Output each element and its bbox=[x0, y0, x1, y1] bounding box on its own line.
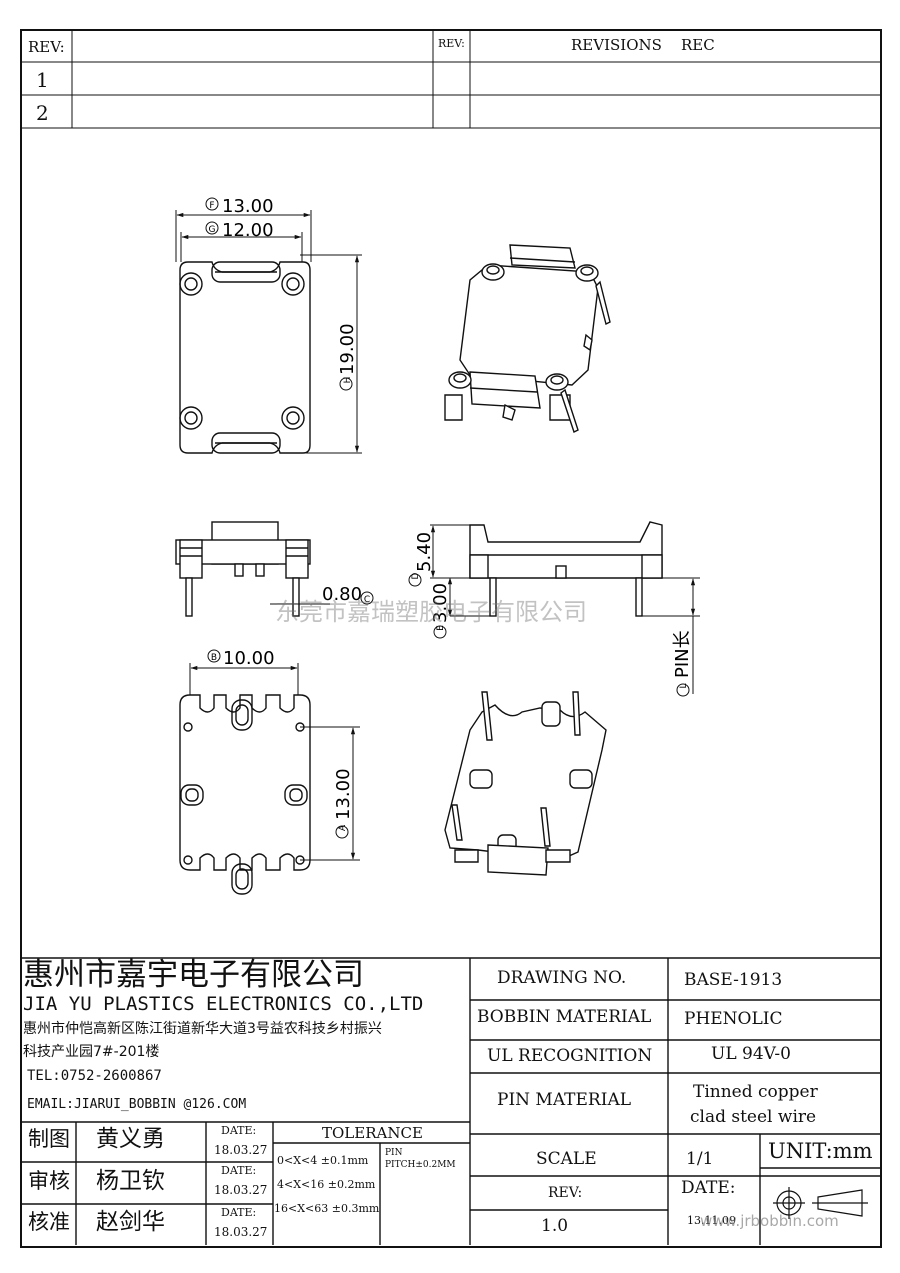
ul-value: UL 94V-0 bbox=[711, 1044, 791, 1064]
outer-frame bbox=[20, 29, 882, 1248]
dim-pin-length: PIN长 bbox=[672, 630, 693, 678]
bobbin-material-value: PHENOLIC bbox=[684, 1009, 783, 1029]
tolerance-row-2: 4<X<16 ±0.2mm bbox=[277, 1178, 376, 1191]
signoff-role-drawn: 制图 bbox=[28, 1127, 70, 1151]
label-b: B bbox=[211, 653, 217, 663]
company-email: EMAIL:JIARUI_BOBBIN @126.COM bbox=[27, 1097, 247, 1112]
company-address-1: 惠州市仲恺高新区陈江街道新华大道3号益农科技乡村振兴 bbox=[23, 1021, 382, 1037]
projection-symbol bbox=[773, 1187, 868, 1219]
company-name-cn: 惠州市嘉宇电子有限公司 bbox=[23, 957, 364, 993]
signoff-name-approved: 赵剑华 bbox=[96, 1209, 165, 1235]
ul-label: UL RECOGNITION bbox=[487, 1046, 653, 1066]
scale-value: 1/1 bbox=[686, 1149, 714, 1169]
label-e: E bbox=[436, 625, 446, 631]
pin-material-label: PIN MATERIAL bbox=[497, 1090, 632, 1110]
side-view bbox=[469, 521, 663, 617]
rec-header: REC bbox=[681, 36, 715, 54]
watermark: 东莞市嘉瑞塑胶电子有限公司 bbox=[275, 598, 587, 626]
revision-row-2: 2 bbox=[36, 101, 49, 125]
bottom-view bbox=[179, 694, 311, 895]
dim-g-12: 12.00 bbox=[222, 220, 274, 241]
company-tel: TEL:0752-2600867 bbox=[27, 1068, 162, 1084]
website-watermark: www.jrbobbin.com bbox=[700, 1212, 839, 1230]
revisions-header: REVISIONS bbox=[571, 36, 662, 54]
signoff-date-approved: 18.03.27 bbox=[214, 1225, 268, 1239]
date-label-bottom: DATE: bbox=[681, 1178, 736, 1198]
rev-value-bottom: 1.0 bbox=[541, 1216, 569, 1236]
pin-pitch: PITCH±0.2MM bbox=[385, 1160, 456, 1170]
dim-c-080: 0.80 bbox=[322, 584, 362, 605]
dim-b-10: 10.00 bbox=[223, 648, 275, 669]
front-view bbox=[175, 521, 311, 617]
drawing-no-value: BASE-1913 bbox=[684, 970, 783, 990]
label-g: G bbox=[209, 225, 216, 235]
dim-a-13: 13.00 bbox=[333, 768, 354, 820]
signoff-date-drawn: 18.03.27 bbox=[214, 1143, 268, 1157]
company-name-en: JIA YU PLASTICS ELECTRONICS CO.,LTD bbox=[23, 993, 424, 1015]
label-h: H bbox=[343, 377, 353, 384]
iso-view-top bbox=[444, 244, 611, 433]
signoff-name-checked: 杨卫钦 bbox=[96, 1168, 165, 1194]
revision-row-1: 1 bbox=[36, 68, 49, 92]
pin-material-line2: clad steel wire bbox=[690, 1107, 817, 1127]
signoff-name-drawn: 黄义勇 bbox=[96, 1126, 165, 1152]
unit-label: UNIT:mm bbox=[768, 1139, 873, 1163]
pin-label: PIN bbox=[385, 1148, 403, 1158]
tolerance-title: TOLERANCE bbox=[322, 1124, 423, 1142]
label-l: L bbox=[679, 683, 689, 688]
signoff-date-label-approved: DATE: bbox=[221, 1206, 257, 1219]
bobbin-material-label: BOBBIN MATERIAL bbox=[477, 1007, 652, 1027]
signoff-role-checked: 审核 bbox=[28, 1169, 70, 1193]
signoff-date-label-checked: DATE: bbox=[221, 1164, 257, 1177]
iso-view-bottom bbox=[444, 691, 607, 876]
tolerance-row-1: 0<X<4 ±0.1mm bbox=[277, 1154, 369, 1167]
dim-d-540: 5.40 bbox=[414, 532, 435, 572]
dim-h-19: 19.00 bbox=[337, 323, 358, 375]
rev-label: REV: bbox=[28, 38, 65, 56]
signoff-date-label-drawn: DATE: bbox=[221, 1124, 257, 1137]
signoff-role-approved: 核准 bbox=[28, 1210, 70, 1234]
drawing-no-label: DRAWING NO. bbox=[497, 968, 627, 988]
label-d: D bbox=[411, 572, 421, 579]
rev-label-bottom: REV: bbox=[548, 1185, 583, 1201]
pin-material-line1: Tinned copper bbox=[693, 1082, 818, 1102]
scale-label: SCALE bbox=[536, 1149, 597, 1169]
label-c: C bbox=[364, 595, 370, 605]
technical-drawing: F 13.00 G 12.00 H 19.00 bbox=[175, 196, 700, 895]
tolerance-row-3: 16<X<63 ±0.3mm bbox=[274, 1202, 380, 1215]
revision-table-lines bbox=[20, 30, 880, 129]
company-address-2: 科技产业园7#-201楼 bbox=[23, 1044, 160, 1060]
signoff-date-checked: 18.03.27 bbox=[214, 1183, 268, 1197]
date-value-bottom: 13.11.09 bbox=[687, 1214, 736, 1227]
dim-f-13: 13.00 bbox=[222, 196, 274, 217]
label-f: F bbox=[209, 201, 214, 211]
dim-e-300: 3.00 bbox=[430, 583, 451, 623]
label-a: A bbox=[338, 824, 348, 831]
rev-label-right: REV: bbox=[438, 37, 465, 50]
